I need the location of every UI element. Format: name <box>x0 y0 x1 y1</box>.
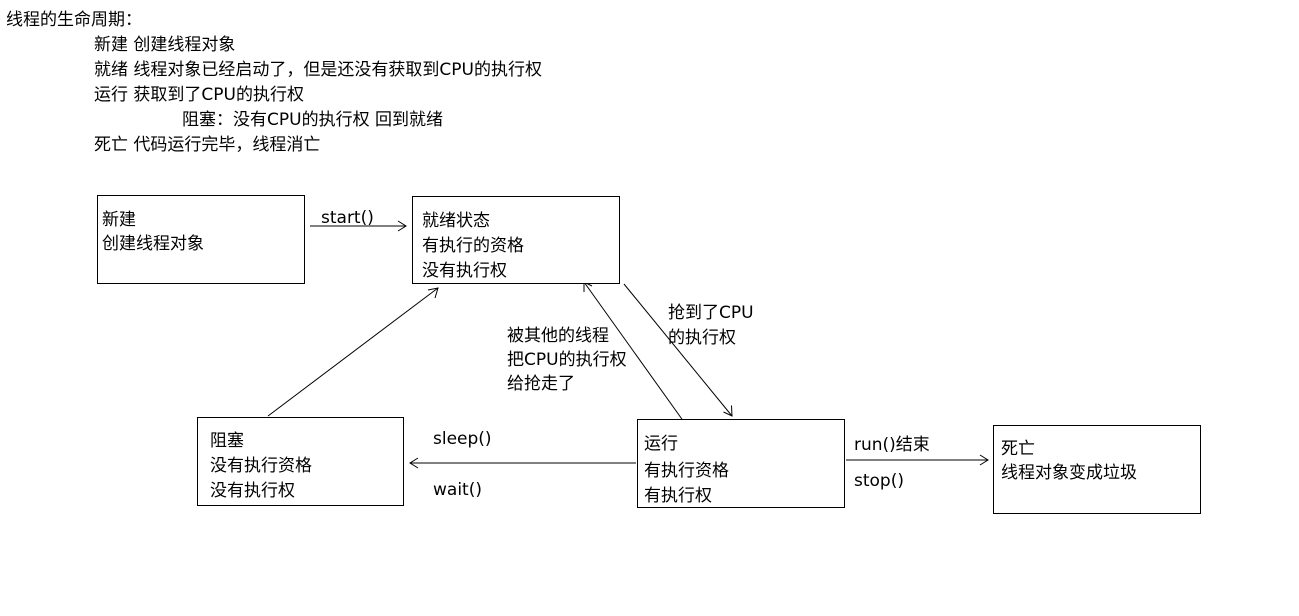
label-run-end: run()结束 <box>854 435 930 455</box>
edge-ready-to-running <box>623 283 733 417</box>
arrowhead-ready-from-new <box>397 220 407 232</box>
edge-blocked-to-ready <box>267 287 439 417</box>
state-new-line1: 创建线程对象 <box>102 234 204 254</box>
note-new: 新建 创建线程对象 <box>94 35 236 55</box>
arrowhead-blocked-from-running <box>409 457 419 469</box>
label-stop: stop() <box>854 471 904 491</box>
arrowhead-running-from-ready <box>723 405 733 417</box>
state-new: 新建 创建线程对象 <box>97 195 305 284</box>
label-grab-line2: 的执行权 <box>668 328 736 348</box>
state-running: 运行 有执行资格 有执行权 <box>637 419 845 508</box>
note-blocked: 阻塞：没有CPU的执行权 回到就绪 <box>182 110 443 130</box>
label-wait: wait() <box>433 480 482 500</box>
note-running: 运行 获取到了CPU的执行权 <box>94 85 304 105</box>
edge-running-to-ready <box>583 281 685 423</box>
state-ready-title: 就绪状态 <box>422 211 490 231</box>
state-blocked-line2: 没有执行权 <box>210 481 295 501</box>
label-sleep: sleep() <box>433 429 492 449</box>
notes-title: 线程的生命周期： <box>6 10 142 30</box>
state-blocked-title: 阻塞 <box>210 431 244 451</box>
state-blocked: 阻塞 没有执行资格 没有执行权 <box>197 417 404 506</box>
state-running-line1: 有执行资格 <box>644 461 729 481</box>
state-dead: 死亡 线程对象变成垃圾 <box>993 425 1201 514</box>
state-dead-line1: 线程对象变成垃圾 <box>1001 463 1137 483</box>
label-preempt-line3: 给抢走了 <box>507 374 575 394</box>
label-preempt-line2: 把CPU的执行权 <box>507 350 627 370</box>
label-grab-line1: 抢到了CPU <box>668 303 754 323</box>
state-ready-line1: 有执行的资格 <box>422 236 524 256</box>
state-dead-title: 死亡 <box>1001 439 1035 459</box>
label-start: start() <box>321 208 374 228</box>
state-new-title: 新建 <box>102 210 136 230</box>
state-ready: 就绪状态 有执行的资格 没有执行权 <box>412 196 620 284</box>
note-ready: 就绪 线程对象已经启动了，但是还没有获取到CPU的执行权 <box>94 60 542 80</box>
state-blocked-line1: 没有执行资格 <box>210 456 312 476</box>
label-preempt-line1: 被其他的线程 <box>507 326 609 346</box>
state-running-line2: 有执行权 <box>644 486 712 506</box>
state-ready-line2: 没有执行权 <box>422 261 507 281</box>
note-dead: 死亡 代码运行完毕，线程消亡 <box>94 135 321 155</box>
state-running-title: 运行 <box>644 434 678 454</box>
arrowhead-dead-from-running <box>979 454 989 466</box>
arrowhead-ready-from-blocked <box>427 287 439 299</box>
